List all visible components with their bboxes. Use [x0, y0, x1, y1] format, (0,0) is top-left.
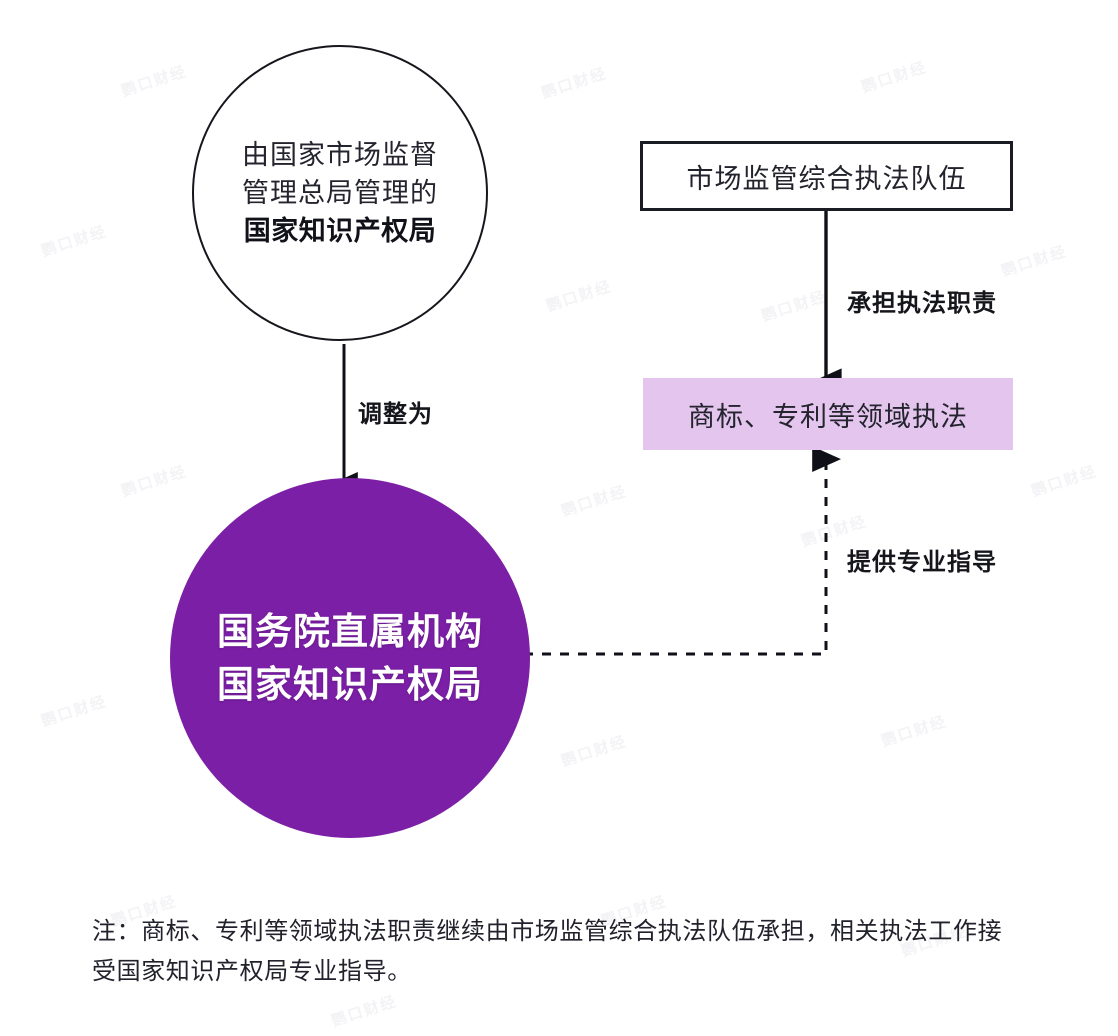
- new-agency-line-1: 国务院直属机构: [217, 611, 483, 652]
- footnote: 注：商标、专利等领域执法职责继续由市场监管综合执法队伍承担，相关执法工作接 受国…: [92, 912, 1092, 992]
- enforcement-team-label: 市场监管综合执法队伍: [686, 163, 967, 194]
- edge-professional-guidance-line: [524, 446, 841, 656]
- node-enforcement-scope[interactable]: 商标、专利等领域执法: [643, 378, 1013, 450]
- node-enforcement-team[interactable]: 市场监管综合执法队伍: [640, 141, 1013, 211]
- node-old-agency[interactable]: 由国家市场监督 管理总局管理的 国家知识产权局: [192, 45, 488, 341]
- edge-label-adjust-to: 调整为: [358, 401, 433, 428]
- old-agency-line-3: 国家知识产权局: [243, 216, 437, 246]
- enforcement-scope-label: 商标、专利等领域执法: [688, 401, 968, 432]
- edge-label-professional-guidance: 提供专业指导: [847, 549, 997, 576]
- edge-label-enforcement-duty: 承担执法职责: [847, 290, 997, 317]
- footnote-line-1: 注：商标、专利等领域执法职责继续由市场监管综合执法队伍承担，相关执法工作接: [92, 918, 1003, 945]
- old-agency-line-1: 由国家市场监督: [242, 140, 438, 170]
- footnote-line-2: 受国家知识产权局专业指导。: [92, 958, 412, 985]
- new-agency-line-2: 国家知识产权局: [217, 664, 483, 705]
- node-new-agency[interactable]: 国务院直属机构 国家知识产权局: [170, 478, 530, 838]
- old-agency-line-2: 管理总局管理的: [242, 178, 438, 208]
